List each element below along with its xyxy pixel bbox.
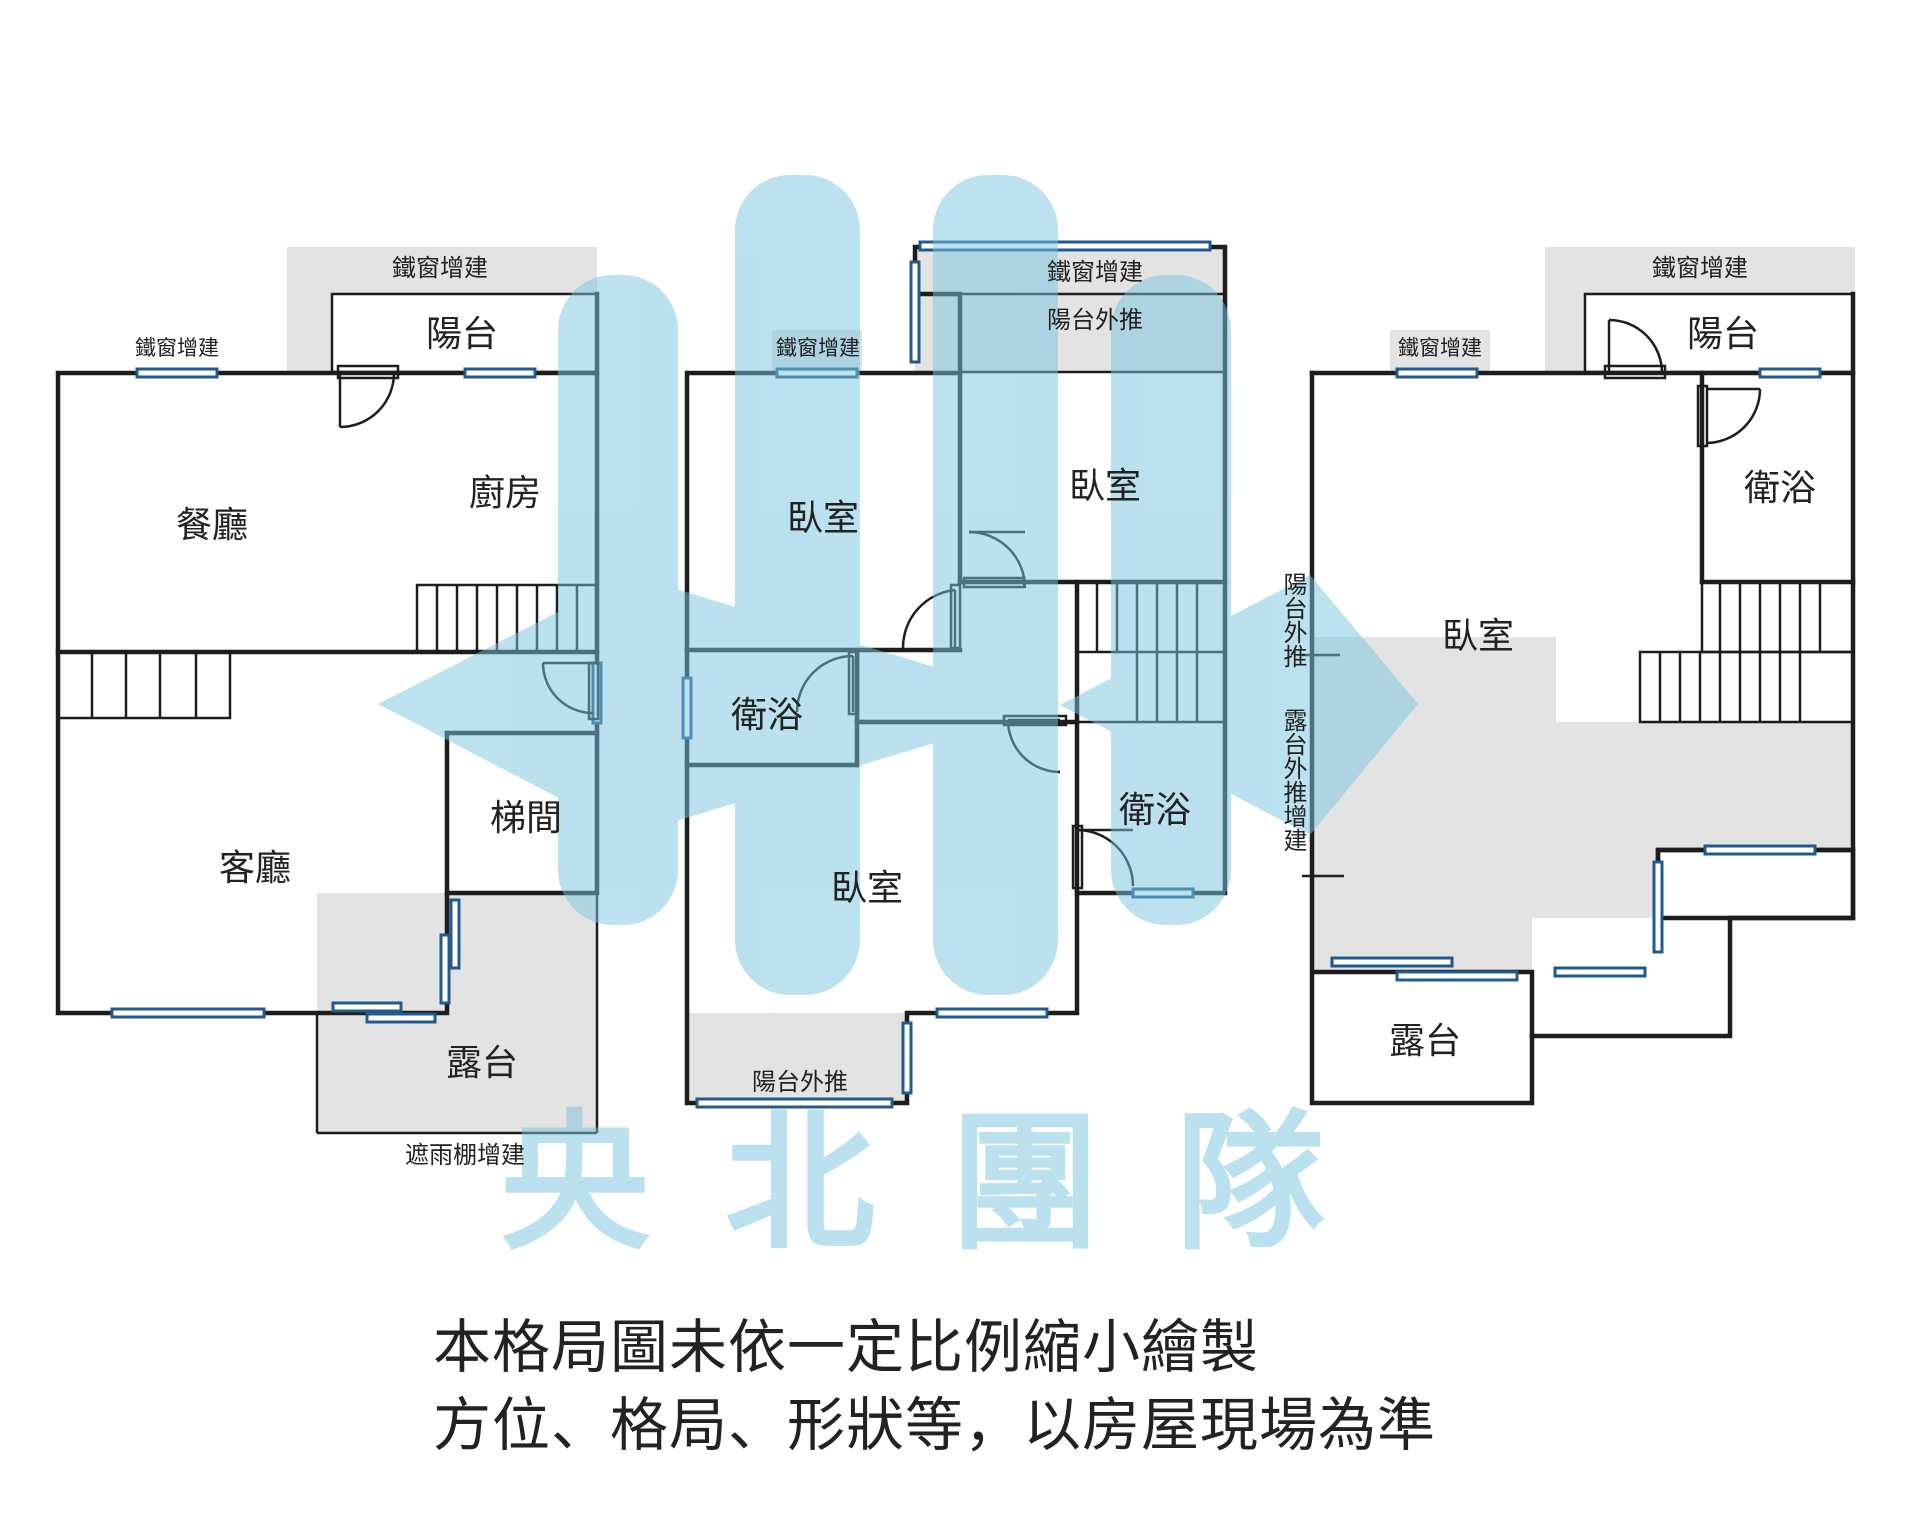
window bbox=[1395, 367, 1479, 379]
window bbox=[365, 1012, 437, 1024]
window bbox=[1395, 970, 1519, 982]
f1-canopy-label: 遮雨棚增建 bbox=[405, 1141, 525, 1169]
f1-stairs-lower bbox=[56, 650, 232, 720]
f2-iron-window-top-label: 鐵窗增建 bbox=[1047, 258, 1143, 286]
f3-balcony-push-label: 陽台外推 bbox=[1279, 572, 1307, 668]
f1-dining-label: 餐廳 bbox=[176, 505, 248, 546]
f1-stairwell-label: 梯間 bbox=[490, 798, 562, 839]
door-swing-icon bbox=[336, 364, 400, 429]
window bbox=[1758, 367, 1822, 379]
window bbox=[1553, 966, 1647, 978]
window bbox=[901, 1021, 913, 1095]
f3-iron-window-top-label: 鐵窗增建 bbox=[1652, 254, 1748, 282]
window bbox=[695, 1097, 894, 1109]
f1-iron-window-top-label: 鐵窗增建 bbox=[392, 254, 488, 282]
f3-stairs bbox=[1638, 580, 1855, 724]
door-swing-icon bbox=[1603, 318, 1667, 380]
f2-bedroom-b-label: 臥室 bbox=[1069, 466, 1141, 507]
f2-balcony-push-top-label: 陽台外推 bbox=[1047, 306, 1143, 334]
f2-bedroom-a-label: 臥室 bbox=[787, 498, 859, 539]
f1-iron-window-left-label: 鐵窗增建 bbox=[135, 336, 219, 360]
f2-balcony-push-bottom bbox=[687, 1013, 907, 1103]
f2-bath-b-label: 衛浴 bbox=[1119, 790, 1191, 831]
f2-bath-a-label: 衛浴 bbox=[731, 695, 803, 736]
window bbox=[1703, 844, 1817, 856]
door-swing-icon bbox=[1696, 384, 1762, 448]
window bbox=[909, 260, 921, 364]
disclaimer-line-2: 方位、格局、形狀等，以房屋現場為準 bbox=[433, 1391, 1437, 1459]
f2-balcony-push-bottom-label: 陽台外推 bbox=[752, 1068, 848, 1096]
f3-terrace-label: 露台 bbox=[1389, 1021, 1461, 1062]
watermark-logo: 央北團隊 bbox=[378, 175, 1418, 1271]
f2-iron-window-left-label: 鐵窗增建 bbox=[776, 336, 860, 360]
window bbox=[439, 933, 451, 1005]
f3-bedroom-label: 臥室 bbox=[1442, 616, 1514, 657]
window bbox=[1652, 860, 1664, 954]
f3-iron-window-left-label: 鐵窗增建 bbox=[1398, 336, 1482, 360]
window bbox=[331, 1001, 403, 1013]
f1-balcony-label: 陽台 bbox=[426, 314, 498, 355]
f3-terrace-push-label: 露台外推增建 bbox=[1279, 708, 1307, 852]
floor-3-plan bbox=[1302, 247, 1856, 1106]
f1-kitchen-label: 廚房 bbox=[469, 473, 541, 514]
window bbox=[935, 1007, 1049, 1019]
window bbox=[110, 1007, 266, 1019]
window bbox=[135, 367, 219, 379]
f3-iron-window-small bbox=[1390, 330, 1490, 373]
f3-balcony-label: 陽台 bbox=[1687, 314, 1759, 355]
window bbox=[463, 367, 537, 379]
f1-terrace-label: 露台 bbox=[446, 1043, 518, 1084]
watermark-text: 央北團隊 bbox=[500, 1095, 1400, 1271]
f3-bath-label: 衛浴 bbox=[1744, 468, 1816, 509]
f3-terrace-push-extension bbox=[1312, 665, 1852, 972]
f1-living-label: 客廳 bbox=[219, 848, 291, 889]
window bbox=[1330, 956, 1454, 968]
window bbox=[918, 240, 1212, 252]
disclaimer-line-1: 本格局圖未依一定比例縮小繪製 bbox=[433, 1313, 1260, 1381]
window bbox=[449, 898, 461, 970]
f2-bedroom-c-label: 臥室 bbox=[831, 868, 903, 909]
